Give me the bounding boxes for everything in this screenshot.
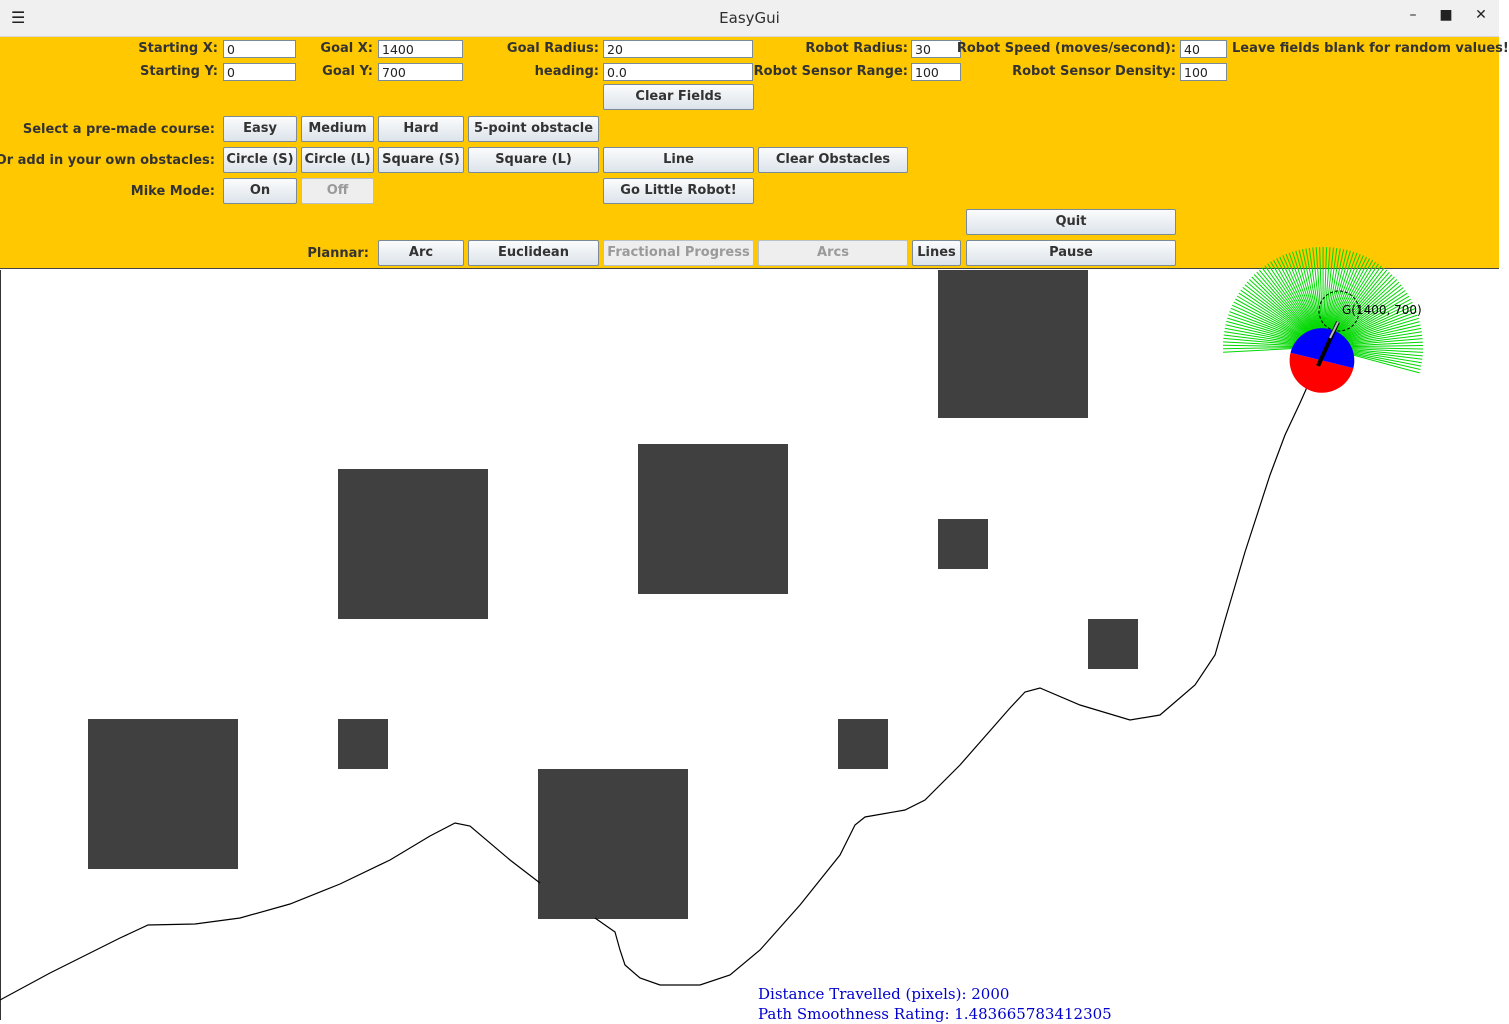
circle-small-button[interactable]: Circle (S) [223,147,297,173]
sensor-range-label: Robot Sensor Range: [754,64,908,79]
minimize-icon[interactable]: – [1403,7,1423,23]
maximize-icon[interactable]: ■ [1436,7,1456,23]
pause-button[interactable]: Pause [966,240,1176,266]
lines-button[interactable]: Lines [912,240,961,266]
quit-button[interactable]: Quit [966,209,1176,235]
heading-label: heading: [535,64,599,79]
arcs-button[interactable]: Arcs [758,240,908,266]
simulation-canvas[interactable]: G(1400, 700) Distance Travelled (pixels)… [0,270,1499,1020]
clear-obstacles-button[interactable]: Clear Obstacles [758,147,908,173]
arc-planner-button[interactable]: Arc [378,240,464,266]
start-x-field[interactable] [223,40,296,58]
robot-radius-label: Robot Radius: [805,41,908,56]
robot-speed-field[interactable] [1180,40,1227,58]
line-obstacle-button[interactable]: Line [603,147,754,173]
goal-label: G(1400, 700) [1342,303,1422,317]
goal-y-label: Goal Y: [322,64,373,79]
goal-x-field[interactable] [378,40,463,58]
sensor-density-label: Robot Sensor Density: [1012,64,1176,79]
obstacle-square [638,444,788,594]
goal-radius-label: Goal Radius: [507,41,599,56]
circle-large-button[interactable]: Circle (L) [301,147,374,173]
mike-mode-label: Mike Mode: [131,184,215,199]
simulation-drawing: G(1400, 700) Distance Travelled (pixels)… [0,270,1499,1020]
robot-speed-label: Robot Speed (moves/second): [957,41,1176,56]
square-small-button[interactable]: Square (S) [378,147,464,173]
random-values-hint: Leave fields blank for random values! [1232,41,1509,56]
obstacle-square [938,270,1088,418]
hard-course-button[interactable]: Hard [378,116,464,142]
mike-mode-off-button[interactable]: Off [301,178,374,204]
obstacle-square [338,469,488,619]
fractional-progress-button[interactable]: Fractional Progress [603,240,754,266]
control-panel: Starting X: Goal X: Goal Radius: Robot R… [0,37,1499,269]
goal-x-label: Goal X: [320,41,373,56]
obstacles-layer [88,270,1138,919]
medium-course-button[interactable]: Medium [301,116,374,142]
obstacle-square [338,719,388,769]
go-button[interactable]: Go Little Robot! [603,178,754,204]
euclidean-planner-button[interactable]: Euclidean [468,240,599,266]
start-x-label: Starting X: [138,41,218,56]
path-smoothness: Path Smoothness Rating: 1.48366578341230… [758,1005,1112,1023]
obstacle-square [88,719,238,869]
obstacle-square [538,769,688,919]
five-point-course-button[interactable]: 5-point obstacle [468,116,599,142]
obstacle-square [938,519,988,569]
robot-radius-field[interactable] [911,40,961,58]
start-y-label: Starting Y: [140,64,218,79]
distance-travelled: Distance Travelled (pixels): 2000 [758,985,1009,1003]
course-label: Select a pre-made course: [23,122,215,137]
title-bar: ☰ EasyGui – ■ ✕ [0,0,1499,37]
sensor-density-field[interactable] [1180,63,1227,81]
obstacle-square [838,719,888,769]
plannar-label: Plannar: [307,246,369,261]
obstacle-square [1088,619,1138,669]
mike-mode-on-button[interactable]: On [223,178,297,204]
goal-radius-field[interactable] [603,40,753,58]
obstacles-label: Or add in your own obstacles: [0,153,215,168]
clear-fields-button[interactable]: Clear Fields [603,84,754,110]
sensor-range-field[interactable] [911,63,961,81]
square-large-button[interactable]: Square (L) [468,147,599,173]
heading-field[interactable] [603,63,753,81]
close-icon[interactable]: ✕ [1471,7,1491,23]
start-y-field[interactable] [223,63,296,81]
easy-course-button[interactable]: Easy [223,116,297,142]
window-title: EasyGui [0,9,1499,27]
goal-y-field[interactable] [378,63,463,81]
